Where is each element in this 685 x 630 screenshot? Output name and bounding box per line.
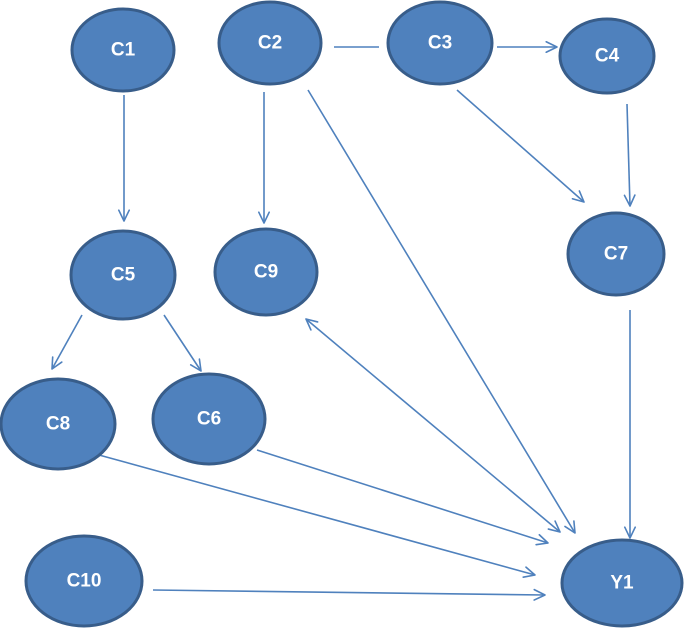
edge-line	[626, 103, 631, 207]
node-ellipse	[560, 538, 684, 628]
node-c8: C8	[0, 377, 117, 471]
node-c4: C4	[558, 17, 656, 95]
edge-line	[163, 314, 202, 372]
node-ellipse	[213, 227, 319, 317]
edge-c9-y1	[305, 318, 561, 533]
node-label: C5	[111, 265, 136, 286]
arrowhead-end	[51, 356, 63, 370]
edge-c8-y1	[98, 454, 536, 578]
edge-c1-c5	[117, 95, 131, 222]
node-ellipse	[70, 7, 176, 93]
node-ellipse	[151, 372, 267, 466]
arrowhead-end	[623, 194, 636, 207]
edge-line	[256, 449, 549, 544]
arrowhead-end	[535, 533, 549, 546]
arrowhead-end	[257, 211, 271, 224]
node-ellipse	[217, 0, 323, 86]
node-label: C7	[604, 244, 628, 265]
node-ellipse	[558, 17, 656, 95]
arrowhead-end	[545, 40, 558, 54]
node-c10: C10	[24, 534, 144, 628]
node-ellipse	[566, 211, 666, 297]
arrowhead-end	[623, 526, 637, 539]
arrowhead-start	[305, 318, 319, 331]
node-label: C1	[111, 40, 136, 61]
arrowhead-end	[117, 209, 131, 222]
node-label: C9	[254, 262, 278, 283]
node-ellipse	[24, 534, 144, 628]
edge-line	[305, 318, 561, 533]
edge-c2-y1	[307, 89, 576, 534]
node-label: C10	[67, 571, 102, 592]
edge-c7-y1	[623, 310, 637, 539]
edge-c3-c4	[497, 40, 558, 54]
edge-line	[152, 589, 546, 596]
node-label: Y1	[610, 573, 634, 594]
node-label: C8	[46, 414, 70, 435]
node-c2: C2	[217, 0, 323, 86]
node-c7: C7	[566, 211, 666, 297]
node-ellipse	[386, 0, 494, 86]
edge-c10-y1	[152, 588, 546, 601]
edge-line	[98, 454, 536, 576]
node-ellipse	[0, 377, 117, 471]
node-c6: C6	[151, 372, 267, 466]
node-label: C3	[428, 33, 452, 54]
edges-layer	[51, 40, 637, 601]
node-c9: C9	[213, 227, 319, 317]
node-label: C2	[258, 33, 282, 54]
edge-c5-c6	[163, 314, 202, 372]
edge-c5-c8	[51, 314, 83, 370]
node-c5: C5	[69, 229, 177, 321]
node-c1: C1	[70, 7, 176, 93]
arrowhead-end	[547, 520, 561, 533]
edge-c2-c9	[257, 92, 271, 224]
edge-c4-c7	[623, 103, 636, 207]
node-c3: C3	[386, 0, 494, 86]
node-label: C6	[197, 409, 221, 430]
arrowhead-end	[533, 588, 546, 601]
edge-c6-y1	[256, 449, 549, 546]
node-ellipse	[69, 229, 177, 321]
arrowhead-end	[189, 358, 202, 372]
arrowhead-end	[564, 520, 576, 534]
edge-line	[51, 314, 83, 370]
edge-c3-c7	[456, 89, 585, 203]
node-y1: Y1	[560, 538, 684, 628]
node-label: C4	[595, 46, 620, 67]
edge-line	[307, 89, 576, 534]
edge-line	[456, 89, 585, 203]
arrowhead-end	[522, 566, 536, 578]
arrowhead-end	[571, 190, 585, 203]
